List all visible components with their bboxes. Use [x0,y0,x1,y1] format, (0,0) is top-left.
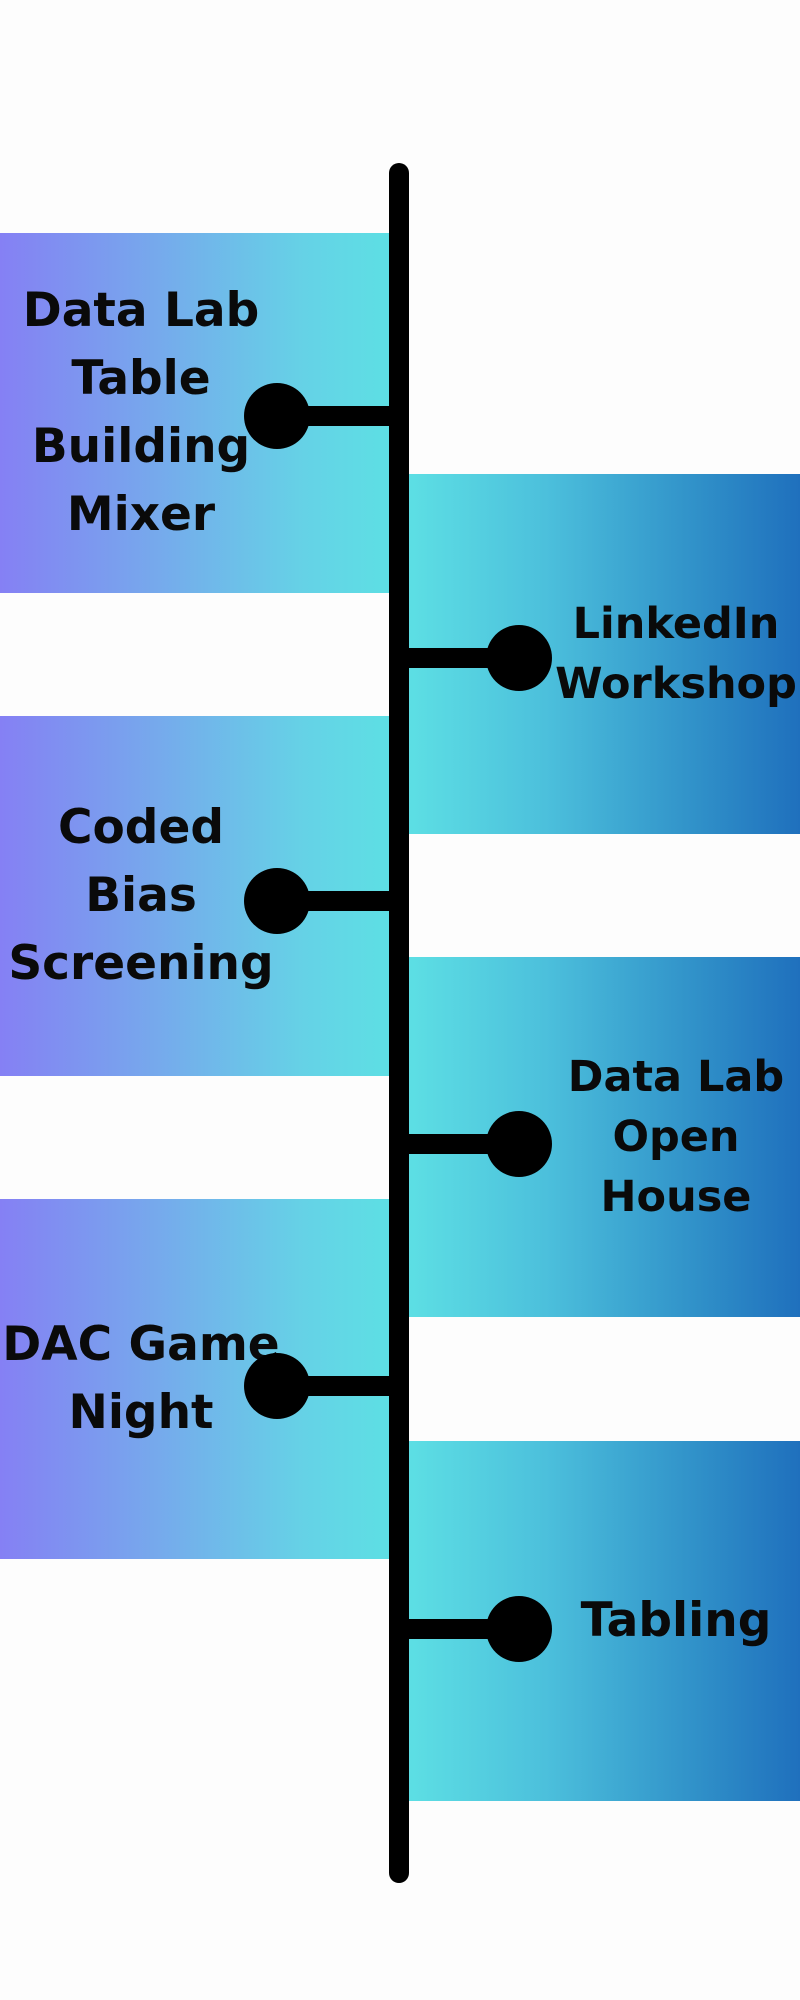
timeline-marker-dot [244,1353,310,1419]
event-label: Data Lab Open House [567,1052,785,1222]
event-label: Tabling [580,1593,772,1648]
timeline-connector [280,406,400,426]
event-label: Data Lab Table Building Mixer [22,283,260,542]
timeline-marker-dot [244,383,310,449]
timeline-marker-dot [486,1111,552,1177]
event-label: LinkedIn Workshop [555,599,797,709]
timeline-connector [280,891,400,911]
event-label: DAC Game Night [2,1317,280,1440]
timeline-marker-dot [486,1596,552,1662]
timeline-spine [389,163,409,1883]
timeline-marker-dot [486,625,552,691]
event-label: Coded Bias Screening [8,800,274,991]
timeline-connector [280,1376,400,1396]
timeline-marker-dot [244,868,310,934]
